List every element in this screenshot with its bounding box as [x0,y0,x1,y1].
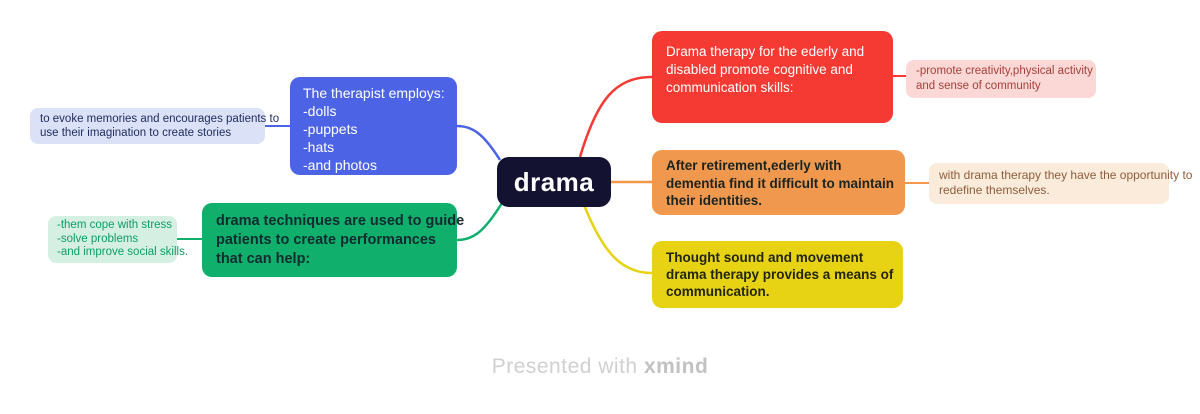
topic-line: -dolls [303,103,337,119]
branch-line-therapy [578,75,653,158]
note-line-text: -and improve social skills. [57,246,189,258]
topic-line: communication. [666,284,770,299]
note-line-text: -solve problems [57,232,139,245]
note-line-text: use their imagination to create stories [40,127,232,139]
topic-line: -and photos [303,157,377,173]
topic-line: disabled promote cognitive and [666,62,853,77]
topic-line: communication skills: [666,80,794,95]
xmind-watermark: Presented with xmind [0,355,1200,379]
note-redefine-themselves[interactable]: with drama therapy they have the opportu… [929,163,1193,204]
xmind-brand-label: xmind [643,355,709,378]
topic-drama-therapy[interactable]: Drama therapy for the ederly and disable… [652,31,893,123]
note-line-text: redefine themselves. [939,183,1050,197]
topic-line: drama techniques are used to guide [216,213,465,229]
topic-therapist-employs[interactable]: The therapist employs: -dolls -puppets -… [290,77,457,175]
topic-drama-techniques[interactable]: drama techniques are used to guide patie… [202,203,465,277]
topic-line: patients to create performances [216,232,436,248]
topic-line: drama therapy provides a means of [666,267,894,282]
topic-line: -puppets [303,121,358,137]
watermark-prefix: Presented with [491,355,644,378]
note-line-text: -promote creativity,physical activity [916,65,1093,77]
topic-sound-movement[interactable]: Thought sound and movement drama therapy… [652,241,903,308]
note-social-skills[interactable]: -them cope with stress -solve problems -… [48,216,189,263]
topic-line: -hats [303,139,335,155]
note-line-text: and sense of community [916,79,1041,92]
branch-line-therapist [456,124,502,161]
note-line-text: -them cope with stress [57,219,173,231]
topic-line: The therapist employs: [303,85,445,101]
note-evoke-memories[interactable]: to evoke memories and encourages patient… [30,108,280,144]
root-topic-label: drama [513,166,595,197]
topic-after-retirement[interactable]: After retirement,ederly with dementia fi… [652,150,905,215]
note-line-text: with drama therapy they have the opportu… [939,168,1193,182]
note-line-text: to evoke memories and encourages patient… [40,113,280,125]
topic-line: that can help: [216,251,311,267]
topic-line: Thought sound and movement [666,250,864,265]
branch-line-techniques [456,202,504,242]
topic-line: dementia find it difficult to maintain [666,175,894,191]
note-promote-creativity[interactable]: -promote creativity,physical activity an… [906,60,1096,98]
branch-line-sound [582,204,653,275]
topic-line: After retirement,ederly with [666,158,842,173]
topic-line: Drama therapy for the ederly and [666,44,865,59]
topic-line: their identities. [666,193,763,208]
root-topic-drama[interactable]: drama [497,157,611,207]
